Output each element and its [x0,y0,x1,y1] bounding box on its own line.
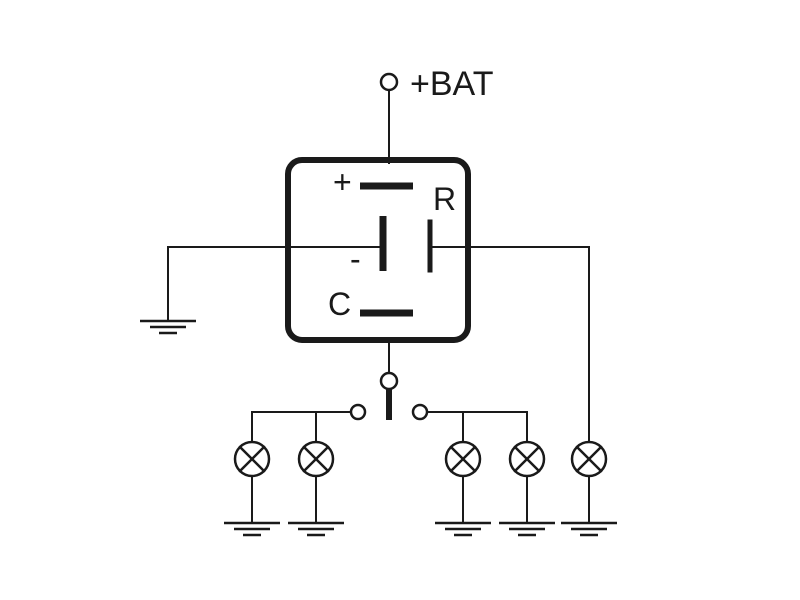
minus-label: - [350,241,361,277]
switch-assembly [349,339,429,421]
minus-ground-wire [167,246,384,321]
r-lamp-wire [429,246,590,443]
switch-pivot-node-icon [379,371,399,391]
ground-icon [561,521,617,537]
lamp-icon [297,440,335,478]
bat-terminal: +BAT [379,65,493,164]
ground-icon [224,521,280,537]
plus-label: + [333,164,352,200]
minus-ground-circuit [140,246,384,335]
switch-right-node-icon [411,403,429,421]
bat-label: +BAT [410,65,493,103]
ground-icon [435,521,491,537]
c-label: C [328,286,351,322]
right-lamp-bank [426,411,555,537]
lamp-icon [508,440,546,478]
lamp-icon [570,440,608,478]
ground-icon [499,521,555,537]
flasher-relay: + R - C [285,157,471,343]
right-bus-wire [426,411,528,443]
r-indicator-circuit [429,246,617,537]
lamp-icon [233,440,271,478]
r-label: R [433,181,456,217]
bat-terminal-node-icon [379,72,399,92]
left-lamp-bank [224,411,352,537]
left-bus-wire [251,411,352,443]
relay-housing [285,157,471,343]
lamp-icon [444,440,482,478]
ground-icon [288,521,344,537]
ground-icon [140,319,196,335]
switch-left-node-icon [349,403,367,421]
